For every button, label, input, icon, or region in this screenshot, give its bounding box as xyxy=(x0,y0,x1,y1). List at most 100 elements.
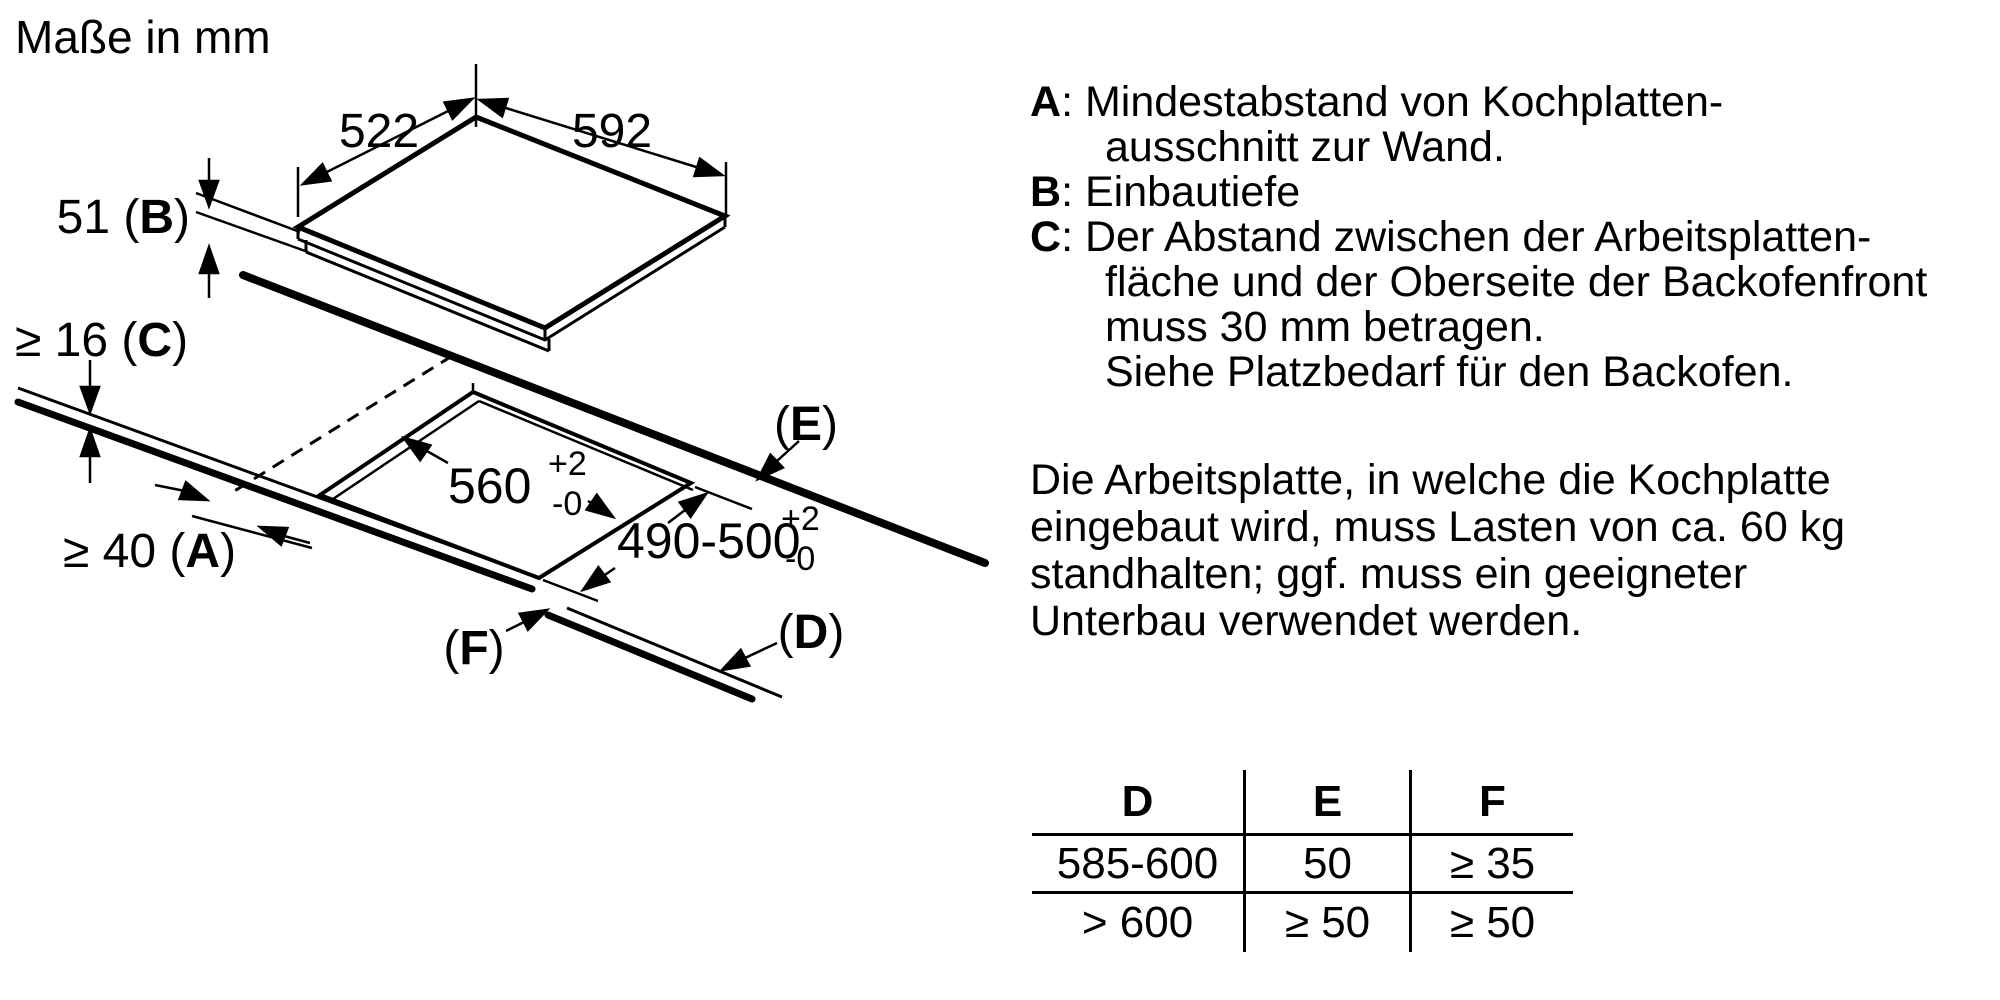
arrowhead xyxy=(476,97,510,119)
table-header-f: F xyxy=(1409,770,1573,836)
page-title: Maße in mm xyxy=(15,11,271,63)
installation-diagram: 522 592 51 (B) xyxy=(14,64,989,703)
arrowhead xyxy=(677,491,710,519)
dim-490-500: 490-500 +2 -0 xyxy=(542,485,820,603)
legend-item-a-line2: ausschnitt zur Wand. xyxy=(1105,123,1505,171)
legend-text: Der Abstand zwischen der Arbeitsplatten- xyxy=(1084,213,1872,261)
arrowhead xyxy=(755,452,786,482)
cutout-rim xyxy=(478,399,694,492)
extension-line xyxy=(542,578,599,603)
table-cell: ≥ 50 xyxy=(1243,894,1409,952)
note-line: Unterbau verwendet werden. xyxy=(1030,597,1583,645)
cooktop-box-bottom xyxy=(305,250,550,353)
table-cell: ≥ 50 xyxy=(1409,894,1573,952)
dim-line xyxy=(479,98,723,177)
dim-16-c: ≥ 16 (C) xyxy=(15,314,188,483)
wall-dashed-line xyxy=(227,354,453,497)
label-f: (F) xyxy=(443,608,551,675)
cutout-width-tol-minus: -0 xyxy=(552,485,582,523)
label-e: (E) xyxy=(755,398,838,482)
legend-text: Einbautiefe xyxy=(1084,168,1301,216)
dim-560: 560 +2 -0 xyxy=(400,435,617,523)
arrow-stem xyxy=(283,534,311,545)
label-e-text: (E) xyxy=(774,398,838,451)
arrowhead xyxy=(256,525,290,547)
cutout-depth-tol-minus: -0 xyxy=(785,540,815,578)
arrowhead xyxy=(79,385,101,416)
dim-522: 522 xyxy=(296,64,478,217)
arrow-stem xyxy=(505,620,525,633)
arrowhead xyxy=(718,647,752,672)
extension-line xyxy=(195,191,301,234)
note-line: Die Arbeitsplatte, in welche die Kochpla… xyxy=(1030,456,1831,504)
extension-line xyxy=(195,210,309,254)
legend-letter: C xyxy=(1030,213,1062,261)
arrowhead xyxy=(517,608,551,632)
dim-b-label: 51 (B) xyxy=(57,191,190,244)
def-table: D E F 585-600 50 ≥ 35 > 600 ≥ 50 ≥ 50 xyxy=(1032,770,1573,952)
countertop-front-bottom-edge xyxy=(14,398,536,593)
arrowhead xyxy=(177,480,211,502)
countertop-rear-edge xyxy=(239,271,989,567)
dim-line xyxy=(302,97,473,186)
label-d-text: (D) xyxy=(778,606,845,659)
arrow-stem xyxy=(154,483,186,493)
legend-letter: B xyxy=(1030,168,1062,216)
cutout-opening xyxy=(315,389,696,581)
worktop-note: Die Arbeitsplatte, in welche die Kochpla… xyxy=(1030,457,1845,645)
arrowhead xyxy=(579,565,612,593)
table-header-d: D xyxy=(1032,770,1243,836)
arrow-stem xyxy=(776,440,800,462)
arrowhead xyxy=(79,426,101,458)
table-header-e: E xyxy=(1243,770,1409,836)
cutout-rim xyxy=(329,399,480,503)
dim-c-label: ≥ 16 (C) xyxy=(15,314,188,367)
cutout-depth-label: 490-500 xyxy=(617,513,801,569)
legend-item-a: A: Mindestabstand von Kochplatten- xyxy=(1030,80,1927,125)
dim-592: 592 xyxy=(476,97,728,218)
label-f-text: (F) xyxy=(443,622,504,675)
legend-item-c-line2: fläche und der Oberseite der Backofenfro… xyxy=(1105,258,1928,306)
cutout-width-label: 560 xyxy=(448,458,531,514)
dim-line xyxy=(191,514,313,550)
note-line: eingebaut wird, muss Lasten von ca. 60 k… xyxy=(1030,503,1846,551)
legend-colon: : xyxy=(1061,168,1074,216)
countertop-front-bottom-edge xyxy=(544,611,756,703)
table-cell: 585-600 xyxy=(1032,836,1243,894)
arrowhead xyxy=(198,243,220,275)
legend-text: Mindestabstand von Kochplatten- xyxy=(1084,78,1724,126)
table-cell: ≥ 35 xyxy=(1409,836,1573,894)
arrowhead xyxy=(198,179,220,210)
arrowhead xyxy=(692,156,726,178)
table-cell: 50 xyxy=(1243,836,1409,894)
countertop xyxy=(14,271,989,703)
dim-51-b: 51 (B) xyxy=(57,158,309,298)
cutout-depth-tol-plus: +2 xyxy=(781,500,820,538)
cutout-width-tol-plus: +2 xyxy=(548,445,587,483)
label-d: (D) xyxy=(718,606,845,672)
cooktop-glass-bottom xyxy=(297,225,726,342)
legend-item-c-line3: muss 30 mm betragen. xyxy=(1105,303,1545,351)
dim-592-label: 592 xyxy=(572,105,652,158)
cooktop xyxy=(292,114,731,353)
extension-line xyxy=(694,485,753,511)
legend-letter: A xyxy=(1030,78,1062,126)
table-cell: > 600 xyxy=(1081,898,1194,947)
legend: A: Mindestabstand von Kochplatten- aussc… xyxy=(1030,80,1927,395)
legend-colon: : xyxy=(1061,78,1074,126)
legend-item-c-line4: Siehe Platzbedarf für den Backofen. xyxy=(1105,348,1794,396)
dim-522-label: 522 xyxy=(339,105,419,158)
arrowhead xyxy=(584,492,617,520)
dim-40-a: ≥ 40 (A) xyxy=(63,480,313,578)
note-line: standhalten; ggf. muss ein geeigneter xyxy=(1030,550,1748,598)
arrow-stem xyxy=(744,641,778,660)
legend-colon: : xyxy=(1061,213,1074,261)
arrowhead xyxy=(442,97,476,121)
legend-item-b: B: Einbautiefe xyxy=(1030,170,1927,215)
arrowhead xyxy=(299,162,333,186)
arrowhead xyxy=(400,435,433,463)
dim-a-label: ≥ 40 (A) xyxy=(63,525,236,578)
cutout xyxy=(315,383,696,581)
countertop-front-top-edge xyxy=(566,606,783,699)
